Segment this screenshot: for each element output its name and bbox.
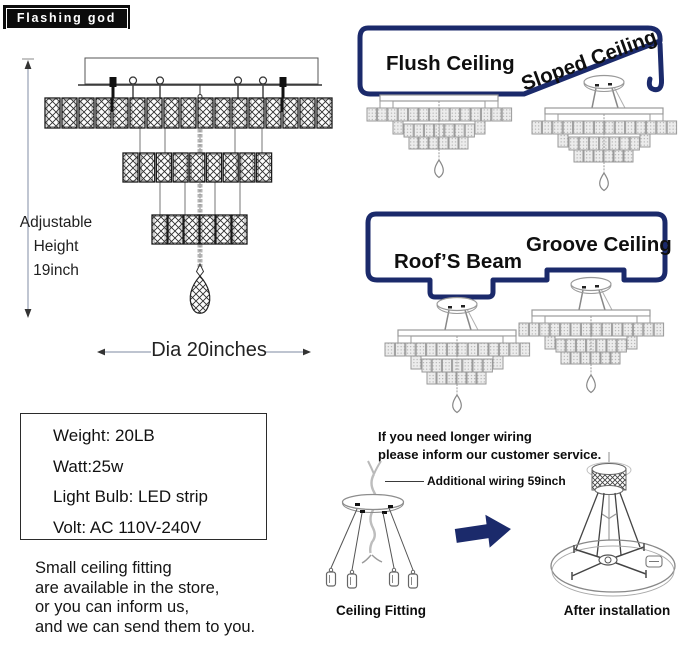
longer-wiring-line2: please inform our customer service. <box>378 446 602 462</box>
longer-wiring-note: If you need longer wiring please inform … <box>378 428 601 463</box>
brand-logo-frame: Flashing god <box>5 7 128 29</box>
mini-chandelier-flush <box>366 94 513 179</box>
install-arrow <box>454 514 511 548</box>
groove-ceiling-label: Groove Ceiling <box>526 233 672 256</box>
additional-wiring-label: Additional wiring 59inch <box>427 474 566 488</box>
diameter-dimension-line <box>97 348 311 356</box>
store-note-line1: Small ceiling fitting <box>35 559 172 577</box>
brand-logo-text: Flashing god <box>16 11 117 25</box>
spec-volt: Volt: AC 110V-240V <box>53 517 202 537</box>
diameter-label: Dia 20inches <box>151 339 267 361</box>
height-label-line1: Adjustable <box>19 214 93 231</box>
installation-illustrations <box>325 452 676 597</box>
height-dimension-line <box>22 58 34 318</box>
store-note: Small ceiling fitting are available in t… <box>35 559 255 637</box>
banner-flush-sloped-outline <box>357 25 665 97</box>
height-label-line3: 19inch <box>33 262 79 279</box>
height-label-line2: Height <box>33 238 79 255</box>
after-installation-label: After installation <box>563 603 671 618</box>
mini-chandelier-beam <box>384 296 531 414</box>
chandelier-technical-drawing <box>22 57 333 356</box>
mounting-options-panel <box>357 25 678 414</box>
store-note-line2: are available in the store, <box>35 578 220 597</box>
banner-beam-groove-outline <box>365 211 668 300</box>
mini-chandelier-sloped <box>531 74 678 192</box>
after-installation-drawing <box>550 452 676 597</box>
store-note-line3: or you can inform us, <box>35 598 190 616</box>
ceiling-fitting-drawing <box>325 460 419 589</box>
spec-bulb: Light Bulb: LED strip <box>53 487 208 506</box>
brand-logo: Flashing god <box>3 5 130 29</box>
mini-chandelier-groove <box>518 276 665 394</box>
additional-wiring-pointer-line <box>385 481 424 482</box>
roofs-beam-label: Roof’S Beam <box>394 250 522 273</box>
store-note-line4: and we can send them to you. <box>35 617 256 636</box>
mini-chandelier-illustrations <box>366 74 678 414</box>
adjustable-height-label: Adjustable Height 19inch <box>2 211 110 283</box>
longer-wiring-line1: If you need longer wiring <box>378 429 532 444</box>
crystal-tiers <box>44 76 333 245</box>
spec-weight: Weight: 20LB <box>53 426 155 445</box>
spec-watt: Watt:25w <box>53 456 124 476</box>
teardrop-crystal <box>189 262 211 314</box>
ceiling-fitting-label: Ceiling Fitting <box>336 603 426 618</box>
flush-ceiling-label: Flush Ceiling <box>386 52 515 75</box>
spec-box: Weight: 20LB Watt:25w Light Bulb: LED st… <box>20 413 267 540</box>
